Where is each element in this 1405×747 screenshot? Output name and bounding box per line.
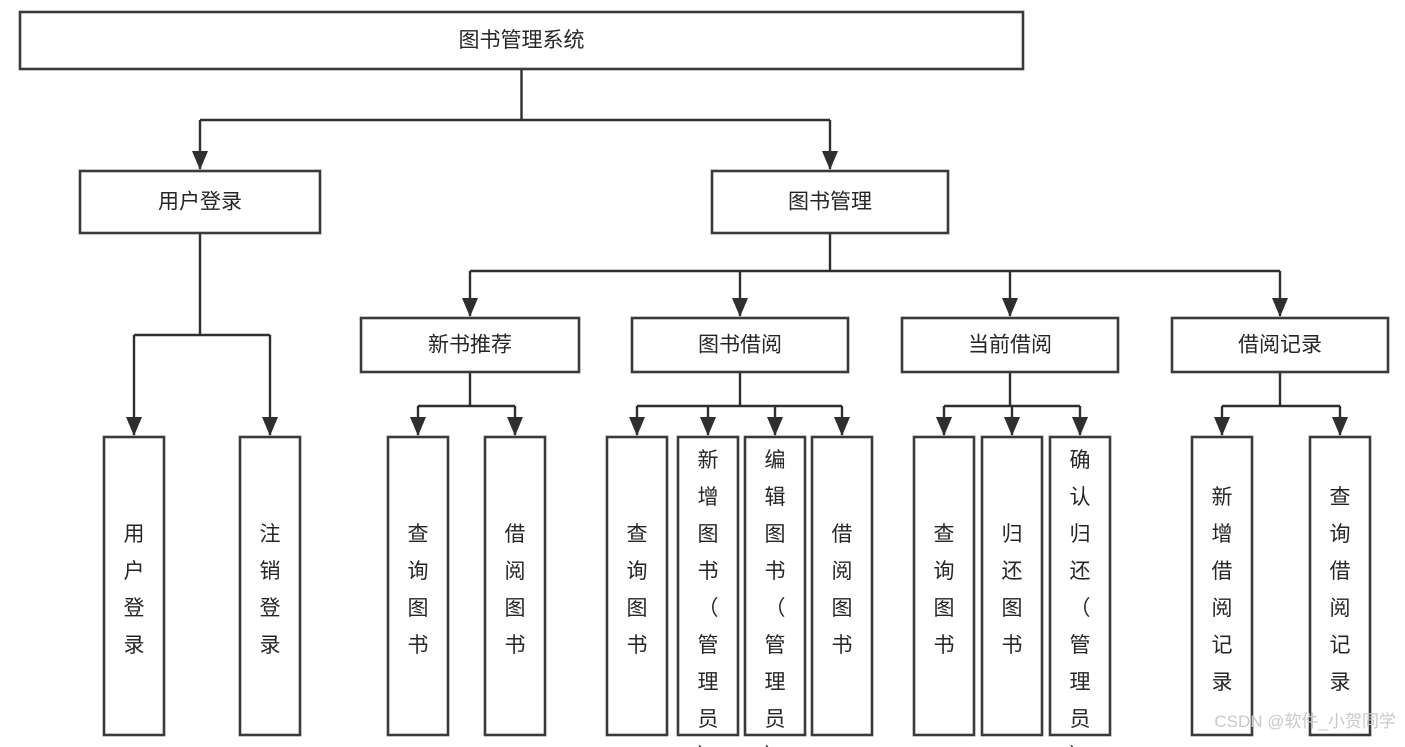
edge-group-book-management bbox=[462, 233, 1288, 317]
arrow-head-icon bbox=[1332, 417, 1348, 436]
node-label: 确认归还（管理员） bbox=[1070, 449, 1091, 747]
connector-layer bbox=[126, 69, 1348, 436]
node-label: 借阅图书 bbox=[505, 523, 526, 657]
edge-group-current-borrow bbox=[936, 372, 1088, 436]
arrow-head-icon bbox=[700, 417, 716, 436]
arrow-head-icon bbox=[936, 417, 952, 436]
node-box[interactable] bbox=[1048, 435, 1112, 737]
arrow-head-icon bbox=[1214, 417, 1230, 436]
node-br-query-record[interactable]: 查询借阅记录 bbox=[1308, 435, 1372, 737]
arrow-head-icon bbox=[507, 417, 523, 436]
node-borrow-record[interactable]: 借阅记录 bbox=[1170, 316, 1390, 374]
node-label: 借阅图书 bbox=[832, 523, 853, 657]
node-label: 图书管理 bbox=[788, 191, 872, 214]
node-box[interactable] bbox=[18, 10, 1025, 71]
node-box[interactable] bbox=[78, 169, 322, 235]
node-label: 图书借阅 bbox=[698, 334, 782, 357]
node-box[interactable] bbox=[1190, 435, 1254, 737]
node-user-logout-action[interactable]: 注销登录 bbox=[238, 435, 302, 737]
node-label: 注销登录 bbox=[260, 523, 281, 657]
arrow-head-icon bbox=[732, 298, 748, 317]
node-box[interactable] bbox=[900, 316, 1120, 374]
arrow-head-icon bbox=[192, 151, 208, 170]
node-nbr-query-book[interactable]: 查询图书 bbox=[386, 435, 450, 737]
node-box[interactable] bbox=[1308, 435, 1372, 737]
node-label: 当前借阅 bbox=[968, 334, 1052, 357]
arrow-head-icon bbox=[767, 417, 783, 436]
node-bb-query-book[interactable]: 查询图书 bbox=[605, 435, 669, 737]
node-label: 新书推荐 bbox=[428, 334, 512, 357]
node-label: 用户登录 bbox=[124, 523, 145, 657]
node-label: 新增借阅记录 bbox=[1212, 486, 1233, 694]
node-box[interactable] bbox=[810, 435, 874, 737]
node-label: 借阅记录 bbox=[1238, 334, 1322, 357]
node-box[interactable] bbox=[238, 435, 302, 737]
node-box[interactable] bbox=[605, 435, 669, 737]
node-layer: 图书管理系统用户登录图书管理新书推荐图书借阅当前借阅借阅记录用户登录注销登录查询… bbox=[18, 10, 1390, 747]
node-box[interactable] bbox=[676, 435, 740, 737]
arrow-head-icon bbox=[822, 151, 838, 170]
node-current-borrow[interactable]: 当前借阅 bbox=[900, 316, 1120, 374]
node-box[interactable] bbox=[386, 435, 450, 737]
node-label: 新增图书（管理员） bbox=[698, 449, 719, 747]
node-label: 查询借阅记录 bbox=[1330, 486, 1351, 694]
node-user-login[interactable]: 用户登录 bbox=[78, 169, 322, 235]
node-label: 查询图书 bbox=[627, 523, 648, 657]
node-box[interactable] bbox=[710, 169, 950, 235]
node-label: 归还图书 bbox=[1002, 523, 1023, 657]
node-label: 用户登录 bbox=[158, 191, 242, 214]
node-box[interactable] bbox=[359, 316, 581, 374]
node-box[interactable] bbox=[912, 435, 976, 737]
arrow-head-icon bbox=[462, 298, 478, 317]
node-book-management[interactable]: 图书管理 bbox=[710, 169, 950, 235]
node-label: 图书管理系统 bbox=[459, 29, 585, 52]
arrow-head-icon bbox=[1004, 417, 1020, 436]
arrow-head-icon bbox=[1002, 298, 1018, 317]
arrow-head-icon bbox=[1272, 298, 1288, 317]
node-br-add-record[interactable]: 新增借阅记录 bbox=[1190, 435, 1254, 737]
edge-group-borrow-record bbox=[1214, 372, 1348, 436]
node-label: 编辑图书（管理员） bbox=[765, 449, 786, 747]
edge-group-root bbox=[192, 69, 838, 170]
node-box[interactable] bbox=[102, 435, 166, 737]
arrow-head-icon bbox=[126, 417, 142, 436]
node-box[interactable] bbox=[630, 316, 850, 374]
node-bb-edit-book[interactable]: 编辑图书（管理员） bbox=[743, 435, 807, 747]
node-cb-query-book[interactable]: 查询图书 bbox=[912, 435, 976, 737]
node-bb-borrow-book[interactable]: 借阅图书 bbox=[810, 435, 874, 737]
arrow-head-icon bbox=[262, 417, 278, 436]
node-box[interactable] bbox=[1170, 316, 1390, 374]
node-book-borrow[interactable]: 图书借阅 bbox=[630, 316, 850, 374]
node-box[interactable] bbox=[483, 435, 547, 737]
node-box[interactable] bbox=[743, 435, 807, 737]
arrow-head-icon bbox=[410, 417, 426, 436]
arrow-head-icon bbox=[834, 417, 850, 436]
node-label: 查询图书 bbox=[408, 523, 429, 657]
node-nbr-borrow-book[interactable]: 借阅图书 bbox=[483, 435, 547, 737]
node-new-book-recommend[interactable]: 新书推荐 bbox=[359, 316, 581, 374]
node-cb-confirm-return[interactable]: 确认归还（管理员） bbox=[1048, 435, 1112, 747]
edge-group-book-borrow bbox=[629, 372, 850, 436]
node-box[interactable] bbox=[980, 435, 1044, 737]
edge-group-new-book-recommend bbox=[410, 372, 523, 436]
node-label: 查询图书 bbox=[934, 523, 955, 657]
edge-group-user-login bbox=[126, 233, 278, 436]
node-cb-return-book[interactable]: 归还图书 bbox=[980, 435, 1044, 737]
node-bb-add-book[interactable]: 新增图书（管理员） bbox=[676, 435, 740, 747]
node-user-login-action[interactable]: 用户登录 bbox=[102, 435, 166, 737]
node-root[interactable]: 图书管理系统 bbox=[18, 10, 1025, 71]
arrow-head-icon bbox=[1072, 417, 1088, 436]
arrow-head-icon bbox=[629, 417, 645, 436]
